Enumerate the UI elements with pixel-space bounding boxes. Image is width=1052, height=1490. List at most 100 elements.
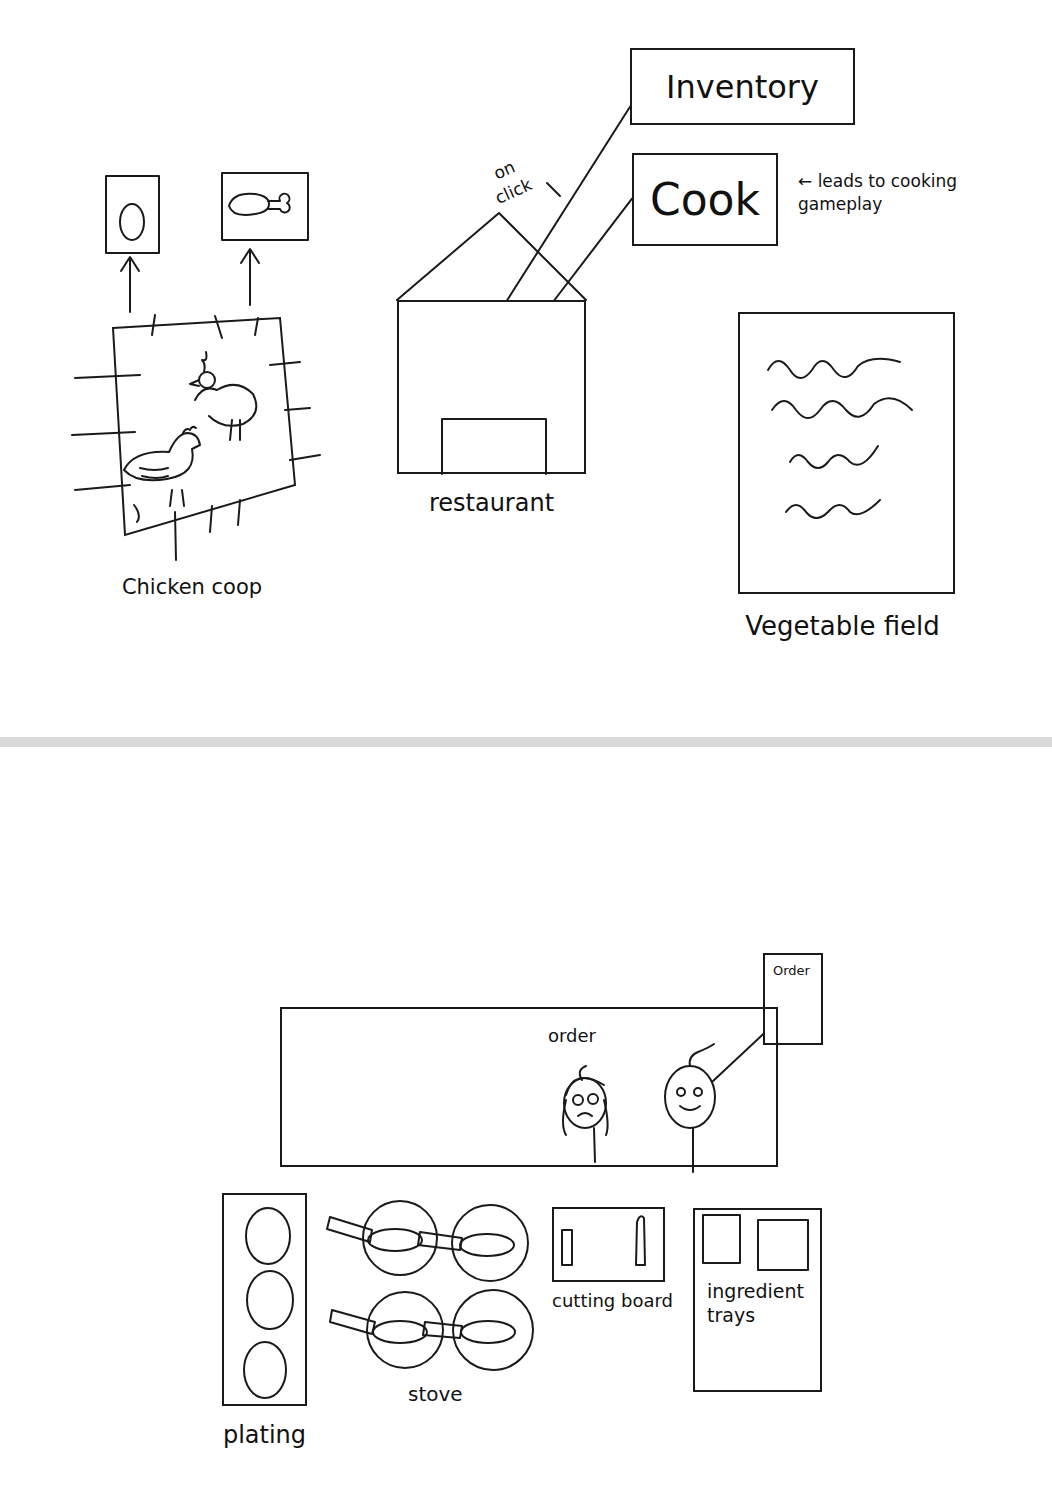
stove-burners: [461, 1321, 515, 1343]
restaurant-building: restaurant: [397, 300, 586, 474]
cutting-board: cutting board: [552, 1207, 665, 1282]
node-text: plating: [223, 1420, 306, 1450]
hen-sketch: [142, 476, 168, 478]
rooster-sketch: [239, 420, 241, 440]
fence-posts: [290, 455, 320, 460]
coop-outline: [113, 318, 295, 535]
hen-sketch: [183, 427, 196, 433]
rooster-sketch: [230, 420, 232, 440]
stove-burners: [367, 1292, 443, 1368]
node-text: ingredient trays: [707, 1280, 814, 1328]
node-text: Cook: [650, 172, 760, 227]
fence-posts: [255, 318, 258, 335]
customer-sketch: [578, 1113, 592, 1116]
node-text: cutting board: [552, 1290, 673, 1313]
note-label: stove: [408, 1381, 463, 1408]
waiter-sketch: [665, 1066, 715, 1128]
stove-burners: [368, 1229, 422, 1251]
arrow-up: [249, 250, 251, 305]
waiter-sketch: [680, 1106, 700, 1110]
rooster-sketch: [190, 380, 199, 386]
node-text: Chicken coop: [122, 574, 262, 600]
order-ticket: Order: [763, 953, 823, 1045]
customer-sketch: [566, 1078, 604, 1095]
stove-burners: [373, 1321, 427, 1343]
stove-burners: [460, 1234, 514, 1256]
arrow-up: [241, 249, 259, 263]
customer-sketch: [580, 1066, 586, 1080]
vegetable-field: Vegetable field: [738, 312, 955, 594]
plates: [244, 1342, 286, 1398]
vegetable-rows: [786, 500, 880, 518]
stove-burners: [453, 1290, 533, 1370]
drumstick-icon: [229, 194, 269, 215]
customer-sketch: [594, 1128, 595, 1162]
page-separator: [0, 737, 1052, 747]
plates: [244, 1208, 293, 1398]
stove-burners: [327, 1217, 372, 1242]
hen-sketch: [124, 427, 200, 522]
stove-burners: [330, 1310, 375, 1334]
board-tools: [562, 1216, 645, 1265]
rooster-sketch: [195, 385, 256, 426]
node-text: Order: [773, 963, 810, 979]
callout-tick: [547, 183, 560, 196]
restaurant-roof: [397, 213, 586, 474]
leader-line: [507, 107, 630, 300]
fence-posts: [72, 432, 135, 435]
node-text: restaurant: [429, 488, 554, 518]
plates: [246, 1208, 290, 1264]
vegetable-rows: [768, 359, 912, 518]
cook-button: Cook: [632, 153, 778, 246]
waiter-sketch: [677, 1088, 685, 1096]
waiter-sketch: [694, 1088, 702, 1096]
egg-icon: [106, 176, 159, 253]
restaurant-roof: [397, 213, 586, 300]
board-tools: [636, 1216, 645, 1265]
fence-posts: [215, 316, 222, 338]
stove-burners: [423, 1322, 462, 1338]
board-tools: [562, 1230, 572, 1265]
vegetable-rows: [772, 398, 912, 418]
chicken-coop: Chicken coop: [108, 312, 300, 540]
customer-sketch: [604, 1100, 608, 1135]
hen-sketch: [124, 433, 200, 480]
vegetable-rows: [790, 446, 878, 468]
inventory-button: Inventory: [630, 48, 855, 125]
coop-outline: [108, 312, 300, 540]
trays: [703, 1215, 808, 1270]
stove-burners: [327, 1201, 533, 1370]
vegetable-rows: [768, 359, 900, 378]
trays: [703, 1215, 740, 1263]
rooster-sketch: [202, 352, 207, 372]
egg-icon: [106, 176, 159, 253]
hen-sketch: [170, 490, 172, 506]
hen-sketch: [182, 490, 184, 506]
customer-sketch: [564, 1078, 606, 1128]
rooster-sketch: [190, 352, 256, 440]
ingredient-trays: ingredient trays: [693, 1208, 822, 1392]
node-text: Vegetable field: [745, 610, 939, 643]
rooster-sketch: [199, 372, 215, 388]
fence-posts: [72, 315, 320, 560]
restaurant-roof: [442, 419, 546, 474]
drumstick-icon: [222, 173, 308, 240]
stove-burners: [418, 1232, 462, 1250]
drumstick-icon: [222, 173, 308, 240]
trays: [758, 1220, 808, 1270]
drumstick-icon: [268, 194, 290, 213]
customer-sketch: [573, 1095, 583, 1105]
customer-sketch: [563, 1066, 608, 1162]
fence-posts: [75, 375, 140, 378]
customer-sketch: [563, 1100, 566, 1135]
node-text: Inventory: [666, 67, 819, 107]
hen-sketch: [134, 505, 139, 522]
fence-posts: [238, 500, 240, 525]
service-window: order: [280, 1007, 778, 1167]
hen-sketch: [140, 468, 168, 470]
plates: [247, 1271, 293, 1329]
arrow-up: [121, 257, 139, 271]
note-label: ← leads to cooking gameplay: [798, 170, 998, 216]
